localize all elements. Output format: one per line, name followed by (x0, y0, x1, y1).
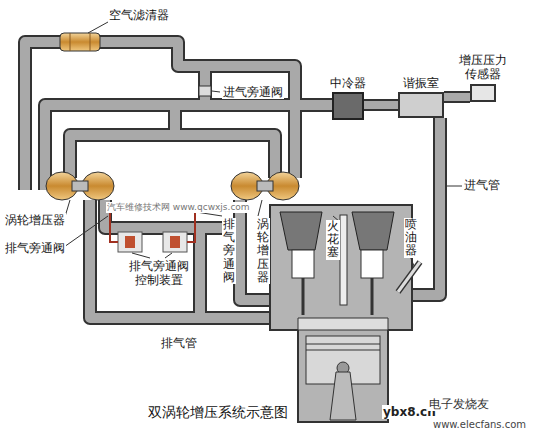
pipe-stroke (364, 101, 398, 109)
part-label: 排气旁通阀 (222, 218, 236, 284)
part-label: 喷油器 (404, 218, 418, 258)
pipe-connector (444, 97, 470, 98)
watermark: www.elecfans.com (432, 419, 527, 431)
part-label: 涡轮增压器 (256, 218, 270, 284)
node-heading: 中冷器 (328, 76, 368, 90)
resonator-box: 谐振室 (398, 92, 444, 118)
node-heading: 谐振室 (399, 76, 443, 90)
part-label: 排气旁通阀 控制装置 (126, 259, 192, 288)
watermark: 汽车维修技术网 www.qcwxjs.com (106, 202, 251, 213)
part-label: 排气管 (160, 336, 198, 350)
part-label: 火花塞 (326, 220, 340, 260)
engine (270, 205, 420, 422)
part-label: 空气滤清器 (108, 8, 170, 22)
diagram-title: 双涡轮增压系统示意图 (148, 404, 288, 421)
part-label: 排气旁通阀 (4, 241, 66, 255)
pipe-stroke (444, 91, 470, 103)
part-label: 涡轮增压器 (4, 213, 66, 227)
pipe-stroke (444, 93, 470, 101)
part-label: 进气旁通阀 (222, 85, 284, 99)
turbocharger (46, 172, 299, 200)
pipe-connector (364, 105, 398, 106)
wastegate-control (110, 212, 195, 252)
pipe-stroke (364, 99, 398, 111)
node-heading: 增压压力 传感器 (457, 53, 509, 82)
sensor-box: 增压压力 传感器 (470, 84, 496, 102)
watermark: 电子发烧友 (428, 397, 490, 411)
intercooler-box: 中冷器 (332, 92, 364, 120)
part-label: 进气管 (463, 178, 501, 192)
